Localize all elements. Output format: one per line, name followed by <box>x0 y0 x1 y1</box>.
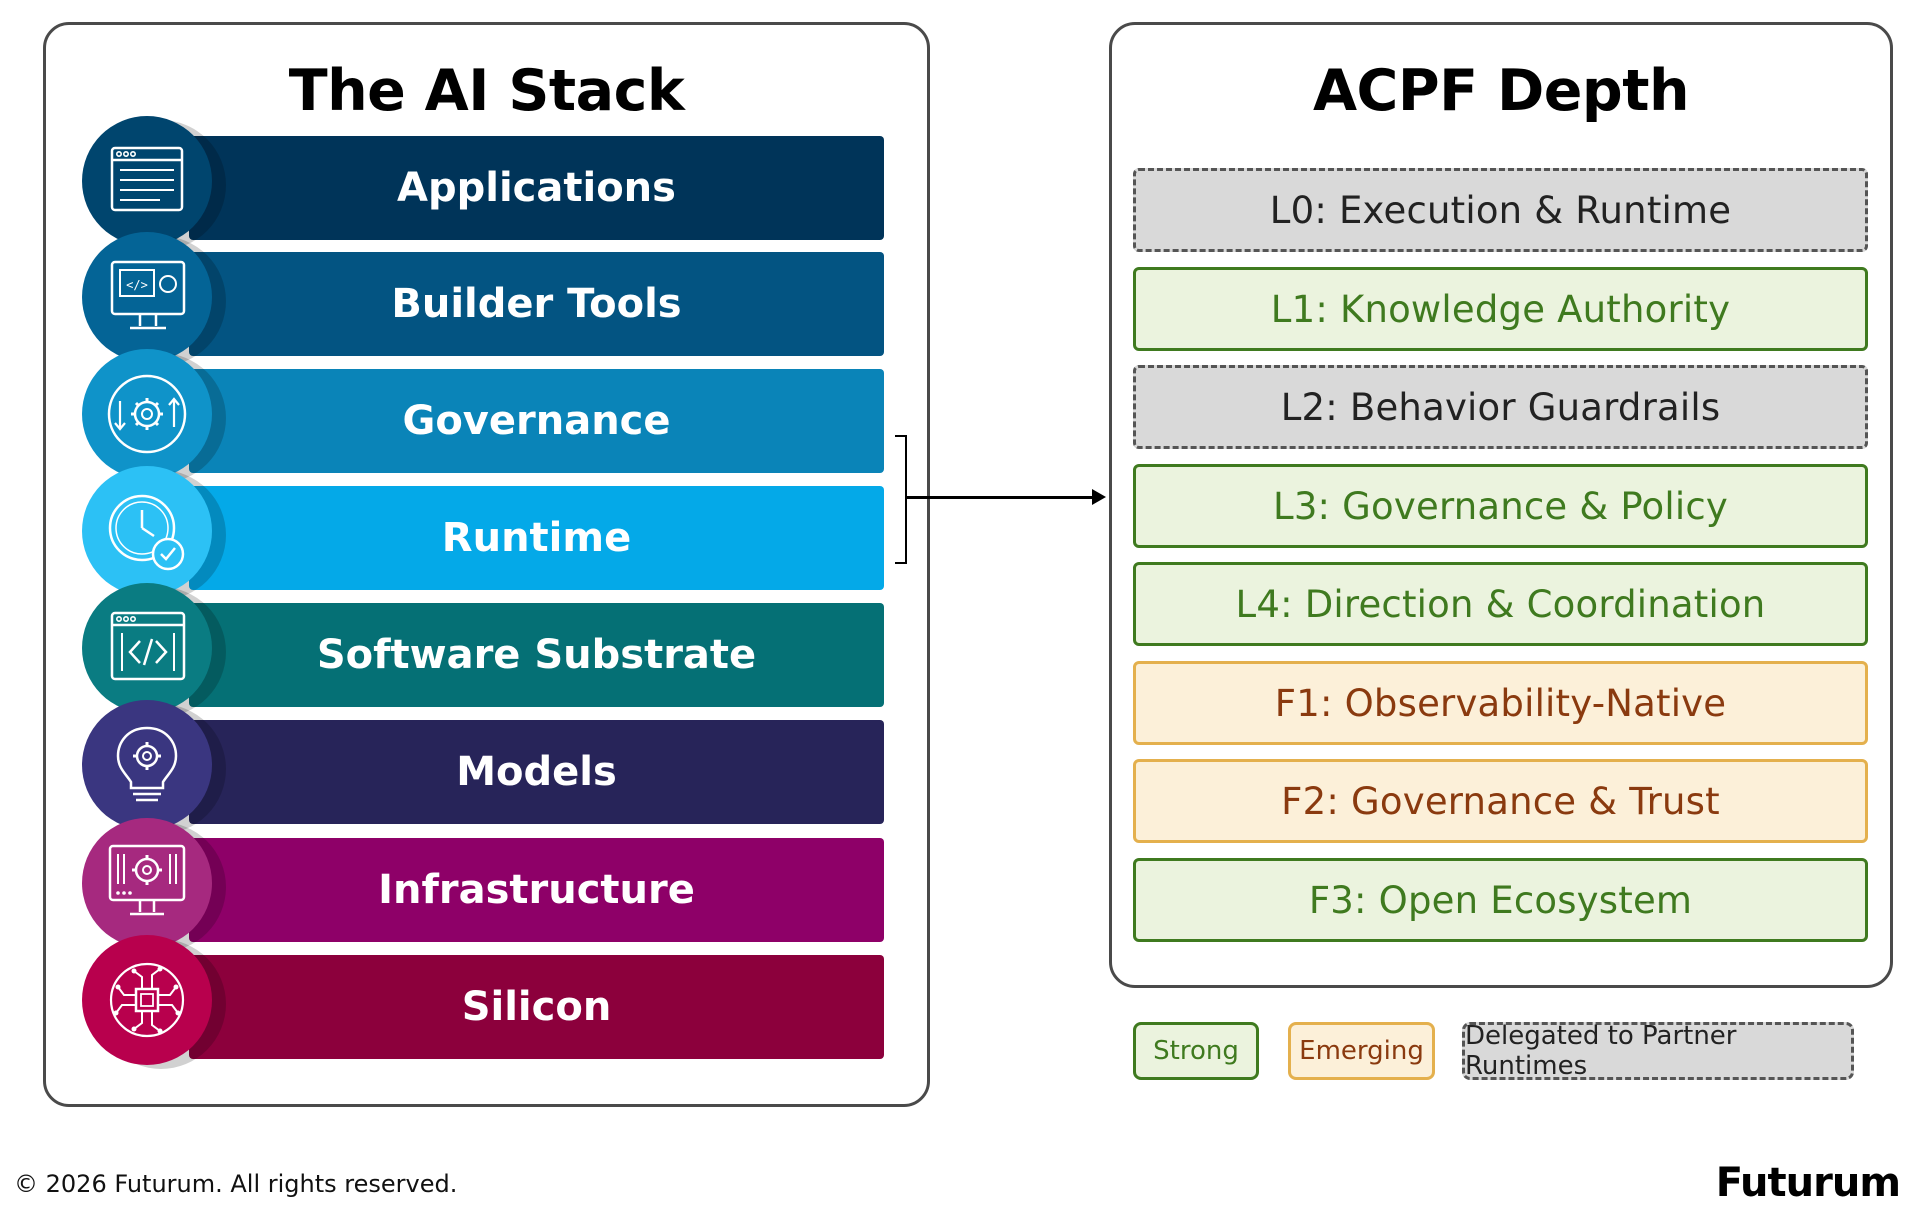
futurum-logo: Futurum <box>1715 1160 1901 1206</box>
legend-strong: Strong <box>1133 1022 1259 1080</box>
acpf-row-f1: F1: Observability-Native <box>1133 661 1868 745</box>
arrow-head-icon <box>1092 489 1106 505</box>
stack-layer-label: Builder Tools <box>391 281 682 327</box>
stack-layer-software-substrate: Software Substrate <box>46 583 933 713</box>
code-window-icon <box>82 583 212 713</box>
legend-emerging: Emerging <box>1288 1022 1435 1080</box>
chip-icon <box>82 935 212 1065</box>
stack-layer-bar: Applications <box>189 136 884 240</box>
stack-layer-label: Silicon <box>461 984 612 1030</box>
footer-copyright: © 2026 Futurum. All rights reserved. <box>14 1170 458 1198</box>
stack-layer-label: Infrastructure <box>378 867 695 913</box>
stack-layer-runtime: Runtime <box>46 466 933 596</box>
stack-layer-bar: Builder Tools <box>189 252 884 356</box>
acpf-row-l1: L1: Knowledge Authority <box>1133 267 1868 351</box>
acpf-depth-title: ACPF Depth <box>1312 58 1690 124</box>
gear-arrows-icon <box>82 349 212 479</box>
stack-layer-bar: Models <box>189 720 884 824</box>
stack-layer-label: Software Substrate <box>316 632 757 678</box>
stack-layer-label: Applications <box>397 165 676 211</box>
stack-layer-bar: Governance <box>189 369 884 473</box>
runtime-governance-bracket <box>895 435 907 564</box>
stack-layer-applications: Applications <box>46 116 933 246</box>
stack-layer-governance: Governance <box>46 349 933 479</box>
stack-layer-bar: Silicon <box>189 955 884 1059</box>
svg-text:</>: </> <box>126 278 148 292</box>
stack-layer-label: Runtime <box>441 515 632 561</box>
acpf-row-l3: L3: Governance & Policy <box>1133 464 1868 548</box>
acpf-row-f2: F2: Governance & Trust <box>1133 759 1868 843</box>
ai-stack-title: The AI Stack <box>288 58 685 124</box>
stack-layer-bar: Infrastructure <box>189 838 884 942</box>
acpf-row-l2: L2: Behavior Guardrails <box>1133 365 1868 449</box>
stack-layer-models: Models <box>46 700 933 830</box>
lightbulb-gear-icon <box>82 700 212 830</box>
connector-arrow-line <box>905 496 1095 499</box>
stack-layer-silicon: Silicon <box>46 935 933 1065</box>
monitor-gear-icon <box>82 818 212 948</box>
stack-layer-bar: Runtime <box>189 486 884 590</box>
stack-layer-builder-tools: Builder Tools </> <box>46 232 933 362</box>
acpf-row-l0: L0: Execution & Runtime <box>1133 168 1868 252</box>
stack-layer-infrastructure: Infrastructure <box>46 818 933 948</box>
legend-delegated: Delegated to Partner Runtimes <box>1462 1021 1854 1081</box>
code-monitor-icon: </> <box>82 232 212 362</box>
clock-check-icon <box>82 466 212 596</box>
stack-layer-label: Governance <box>402 398 671 444</box>
acpf-row-l4: L4: Direction & Coordination <box>1133 562 1868 646</box>
stack-layer-label: Models <box>456 749 617 795</box>
acpf-row-f3: F3: Open Ecosystem <box>1133 858 1868 942</box>
stack-layer-bar: Software Substrate <box>189 603 884 707</box>
browser-window-icon <box>82 116 212 246</box>
